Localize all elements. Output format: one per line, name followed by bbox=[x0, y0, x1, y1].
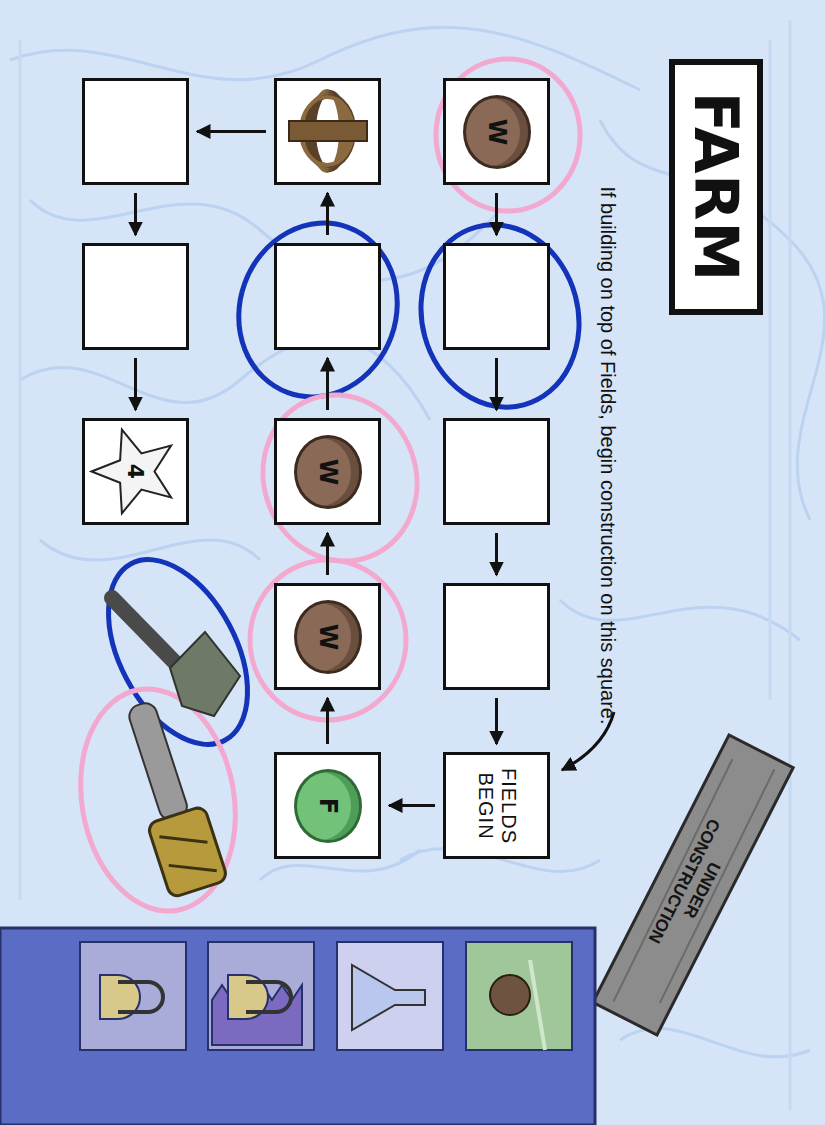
flow-arrow bbox=[495, 533, 498, 575]
flask-icon bbox=[352, 965, 425, 1030]
chainsaw-detail bbox=[159, 823, 216, 884]
sketch-background bbox=[10, 20, 825, 1110]
board-square bbox=[82, 78, 189, 185]
yarn-icon bbox=[490, 975, 530, 1015]
flow-arrow bbox=[495, 193, 498, 235]
board-square: W bbox=[443, 78, 550, 185]
sketch-line bbox=[20, 338, 430, 420]
board-square bbox=[274, 78, 381, 185]
token-letter: F bbox=[314, 797, 342, 813]
star-shape bbox=[92, 430, 172, 514]
sketch-line bbox=[620, 1029, 810, 1057]
flow-arrow bbox=[326, 358, 329, 410]
lock-shackle bbox=[118, 982, 163, 1012]
card-title: FARM bbox=[681, 92, 751, 282]
token-letter: W bbox=[314, 623, 342, 649]
board-square bbox=[443, 243, 550, 350]
pink-circle bbox=[240, 373, 440, 583]
rope-icon bbox=[277, 81, 378, 182]
chainsaw-bar bbox=[126, 700, 190, 823]
lock-tile bbox=[208, 942, 314, 1050]
pink-circle bbox=[250, 560, 406, 720]
tile-divider bbox=[530, 960, 545, 1050]
board-square: F bbox=[274, 752, 381, 859]
flow-arrow bbox=[495, 358, 498, 410]
blue-circle bbox=[401, 207, 599, 425]
token-letter: 4 bbox=[123, 464, 148, 479]
board-square bbox=[82, 243, 189, 350]
sketch-line bbox=[40, 540, 260, 560]
yarn-tile bbox=[466, 942, 572, 1050]
lock-shackle bbox=[246, 982, 291, 1012]
flow-arrow bbox=[326, 193, 329, 235]
board-square: W bbox=[274, 418, 381, 525]
pink-circle bbox=[436, 59, 580, 211]
flow-arrow bbox=[134, 193, 137, 235]
token-letter: W bbox=[314, 458, 342, 484]
flow-arrow bbox=[326, 533, 329, 575]
flow-arrow bbox=[134, 358, 137, 410]
highlight-circles bbox=[64, 59, 599, 923]
construction-plank bbox=[593, 735, 793, 1035]
title-box bbox=[672, 62, 760, 312]
rope-wrap bbox=[289, 121, 367, 141]
flask-tile bbox=[337, 942, 443, 1050]
flow-arrow bbox=[326, 698, 329, 744]
flow-arrow bbox=[389, 804, 435, 807]
board-square: W bbox=[274, 583, 381, 690]
hammer-icon bbox=[112, 598, 240, 716]
chainsaw-icon bbox=[111, 695, 228, 898]
hammer-head bbox=[170, 632, 240, 716]
sketch-line bbox=[560, 600, 800, 640]
board-square: 4 bbox=[82, 418, 189, 525]
token-letter: W bbox=[483, 118, 511, 144]
inventory-tiles bbox=[80, 942, 572, 1050]
plank-board bbox=[593, 735, 793, 1035]
blue-circle bbox=[80, 536, 276, 767]
board-square bbox=[274, 243, 381, 350]
flow-arrow bbox=[495, 698, 498, 744]
blue-circle bbox=[215, 201, 422, 420]
chainsaw-body bbox=[147, 806, 228, 899]
board-square: FIELDS BEGIN bbox=[443, 752, 550, 859]
board-square bbox=[443, 418, 550, 525]
plank-grain bbox=[610, 750, 778, 1020]
lock-tile bbox=[80, 942, 186, 1050]
pink-circle bbox=[64, 677, 253, 924]
board-square bbox=[443, 583, 550, 690]
flow-arrow bbox=[197, 130, 266, 133]
instruction-note: If building on top of Fields, begin cons… bbox=[596, 186, 619, 724]
square-label: FIELDS BEGIN bbox=[474, 764, 520, 848]
inventory-panel bbox=[0, 928, 595, 1125]
